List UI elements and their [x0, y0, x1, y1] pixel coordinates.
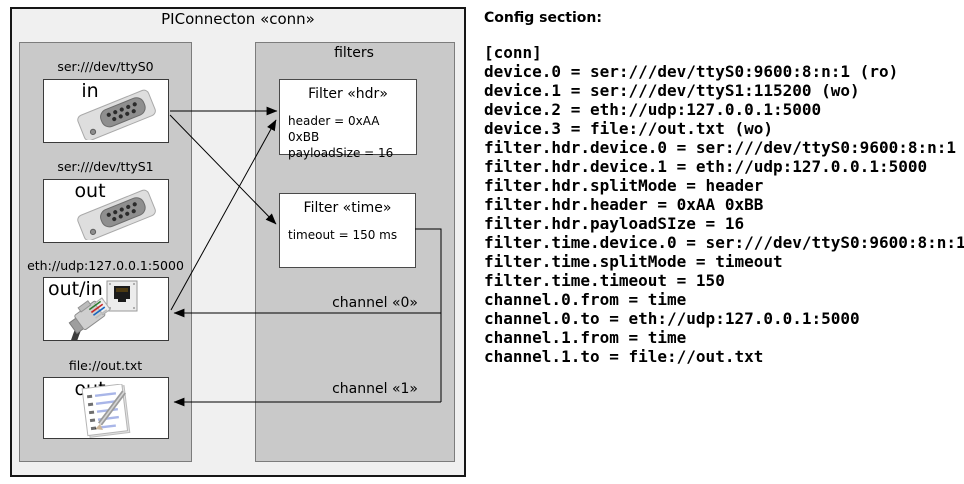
config-line: filter.time.device.0 = ser:///dev/ttyS0:… [484, 233, 964, 252]
filter-prop: payloadSize = 16 [288, 146, 394, 160]
config-line: filter.hdr.device.0 = ser:///dev/ttyS0:9… [484, 138, 957, 157]
device-box-ttys1: out [43, 179, 169, 243]
config-line: device.3 = file://out.txt (wo) [484, 119, 773, 138]
filters-group-label: filters [334, 45, 374, 61]
config-line: filter.time.splitMode = timeout [484, 252, 783, 271]
config-line: filter.hdr.payloadSIze = 16 [484, 214, 745, 233]
device-direction-label: in [81, 80, 99, 102]
filter-box-hdr: Filter «hdr» header = 0xAA 0xBB payloadS… [279, 79, 417, 160]
notepad-icon [81, 384, 131, 438]
config-line: channel.0.to = eth://udp:127.0.0.1:5000 [484, 309, 860, 328]
config-line: filter.hdr.device.1 = eth://udp:127.0.0.… [484, 157, 928, 176]
device-url-file: file://out.txt [68, 358, 143, 373]
device-box-eth: out/in [43, 277, 169, 341]
device-box-ttys0: in [43, 79, 169, 143]
config-line: filter.hdr.header = 0xAA 0xBB [484, 195, 764, 214]
device-url-ttys1: ser:///dev/ttyS1 [57, 159, 154, 174]
ethernet-plug-icon [68, 297, 111, 340]
filter-prop: header = 0xAA 0xBB [288, 114, 380, 144]
filter-title: Filter «time» [303, 200, 392, 216]
config-line: device.1 = ser:///dev/ttyS1:115200 (wo) [484, 81, 860, 100]
serial-connector-icon [77, 89, 156, 140]
filter-prop: timeout = 150 ms [288, 228, 398, 242]
config-line: filter.hdr.splitMode = header [484, 176, 764, 195]
device-url-eth: eth://udp:127.0.0.1:5000 [27, 258, 184, 273]
device-direction-label: out [74, 180, 106, 202]
config-line: device.2 = eth://udp:127.0.0.1:5000 [484, 100, 822, 119]
diagram-title: PIConnecton «conn» [161, 10, 315, 28]
config-line: channel.1.to = file://out.txt [484, 347, 764, 366]
config-text: [conn] device.0 = ser:///dev/ttyS0:9600:… [484, 43, 964, 366]
ethernet-jack-icon [106, 280, 138, 312]
device-direction-label: out/in [48, 278, 103, 300]
config-line: device.0 = ser:///dev/ttyS0:9600:8:n:1 (… [484, 62, 899, 81]
device-box-file: out [43, 377, 169, 439]
config-line: channel.1.from = time [484, 328, 687, 347]
config-section-heading: Config section: [484, 10, 602, 26]
device-url-ttys0: ser:///dev/ttyS0 [57, 59, 154, 74]
serial-connector-icon [77, 189, 156, 240]
channel-0-label: channel «0» [332, 295, 418, 311]
config-line: channel.0.from = time [484, 290, 687, 309]
config-line: [conn] [484, 43, 542, 62]
filter-box-time: Filter «time» timeout = 150 ms [279, 193, 416, 268]
config-line: filter.time.timeout = 150 [484, 271, 725, 290]
filter-title: Filter «hdr» [308, 86, 388, 102]
channel-1-label: channel «1» [332, 381, 418, 397]
